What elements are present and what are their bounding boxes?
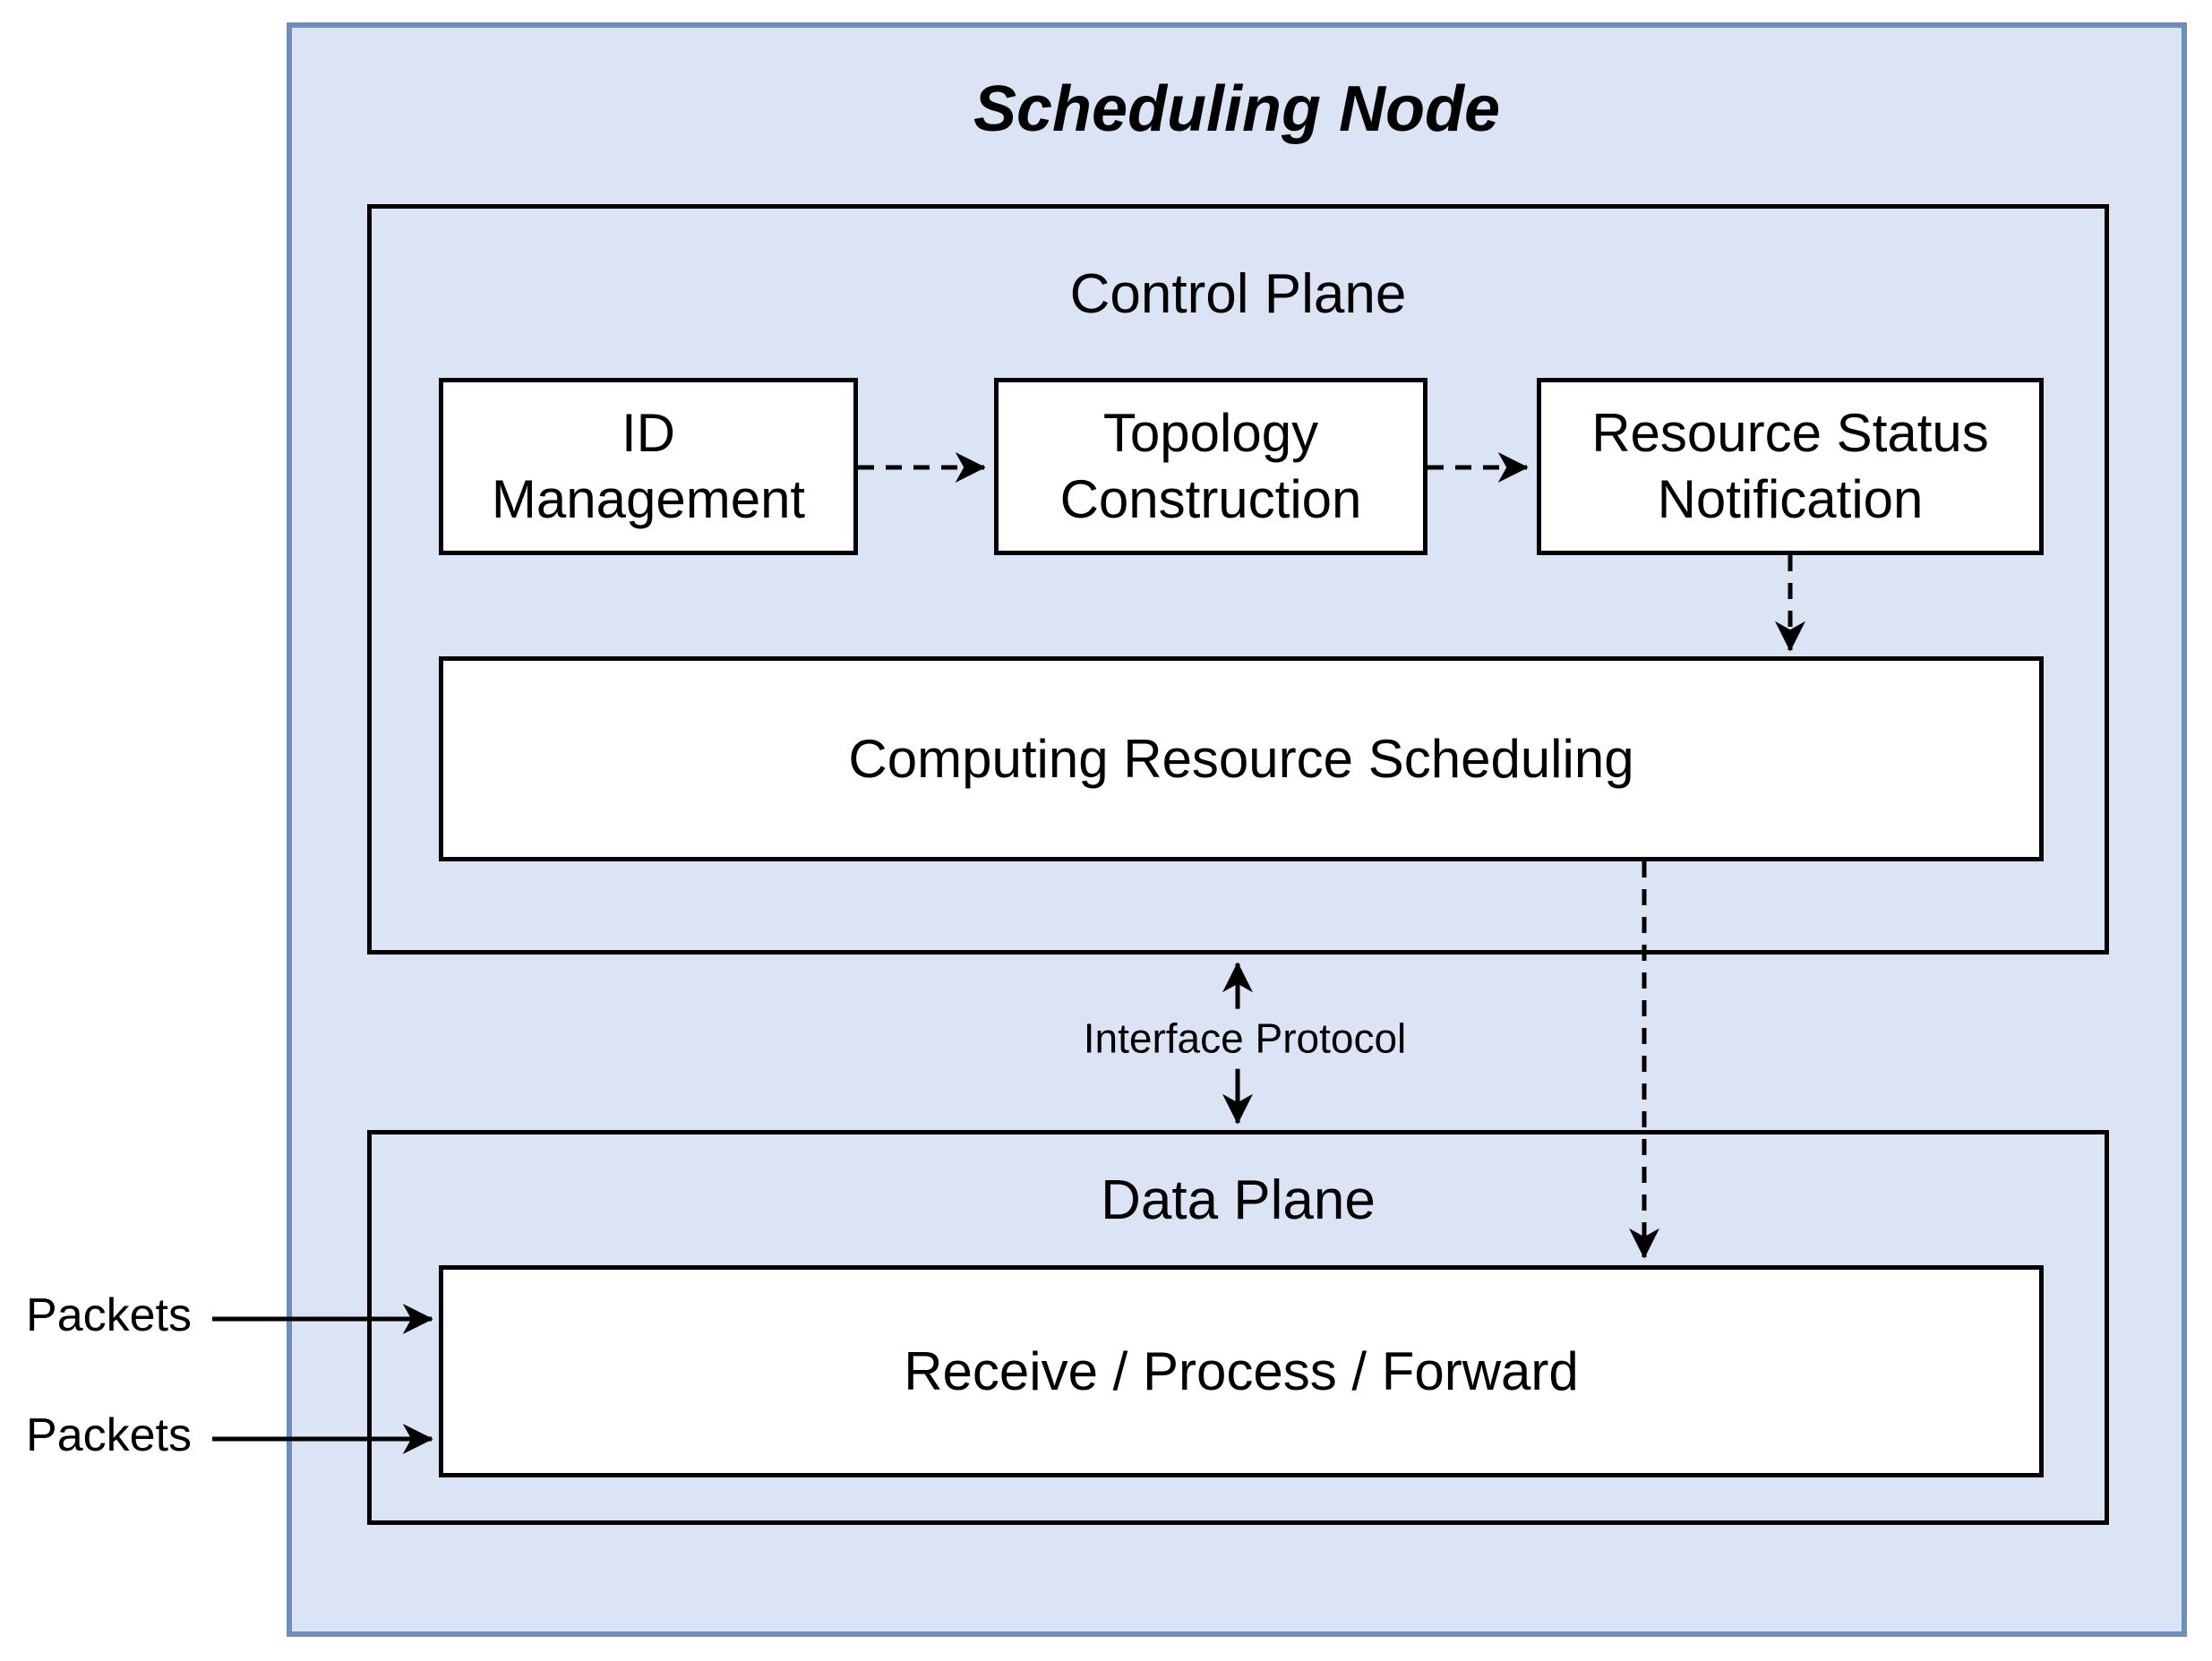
packets-label-1: Packets (26, 1289, 192, 1341)
topology-construction-box: Topology Construction (994, 378, 1428, 555)
resource-status-notification-box: Resource Status Notification (1537, 378, 2044, 555)
diagram-title: Scheduling Node (973, 73, 1501, 145)
receive-process-forward-box: Receive / Process / Forward (439, 1265, 2044, 1477)
id-management-box: ID Management (439, 378, 858, 555)
interface-protocol-label: Interface Protocol (1067, 1008, 1423, 1069)
scheduling-node-container: Scheduling Node Control Plane ID Managem… (287, 22, 2187, 1637)
control-plane-label: Control Plane (1069, 263, 1407, 325)
computing-resource-scheduling-box: Computing Resource Scheduling (439, 656, 2044, 861)
control-plane-box: Control Plane ID Management Topology Con… (367, 204, 2109, 955)
packets-label-2: Packets (26, 1409, 192, 1461)
data-plane-box: Data Plane Receive / Process / Forward (367, 1130, 2109, 1525)
data-plane-label: Data Plane (1101, 1169, 1376, 1231)
